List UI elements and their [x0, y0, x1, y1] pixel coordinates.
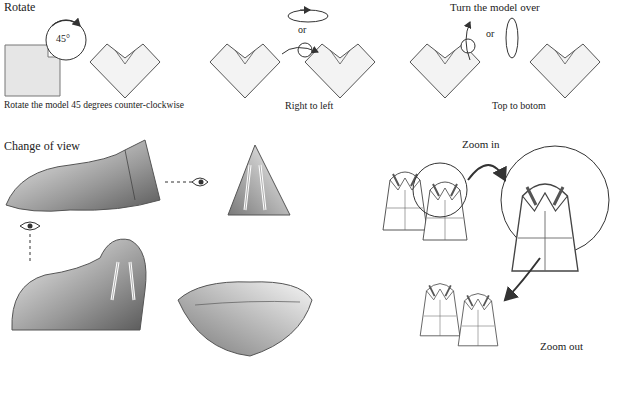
- annotation-label: Zoom in: [462, 138, 500, 150]
- annotation-label: Top to botom: [492, 100, 546, 111]
- annotation-label: Rotate the model 45 degrees counter-cloc…: [4, 100, 184, 110]
- annotation-label: Change of view: [4, 140, 80, 153]
- annotation-label: 45°: [56, 33, 70, 44]
- annotation-label: Zoom out: [540, 340, 583, 352]
- annotation-label: Rotate: [4, 1, 35, 14]
- annotation-label: or: [486, 28, 494, 39]
- annotation-label: Right to left: [285, 100, 333, 111]
- annotation-label: Turn the model over: [450, 1, 540, 13]
- annotation-label: or: [298, 24, 306, 35]
